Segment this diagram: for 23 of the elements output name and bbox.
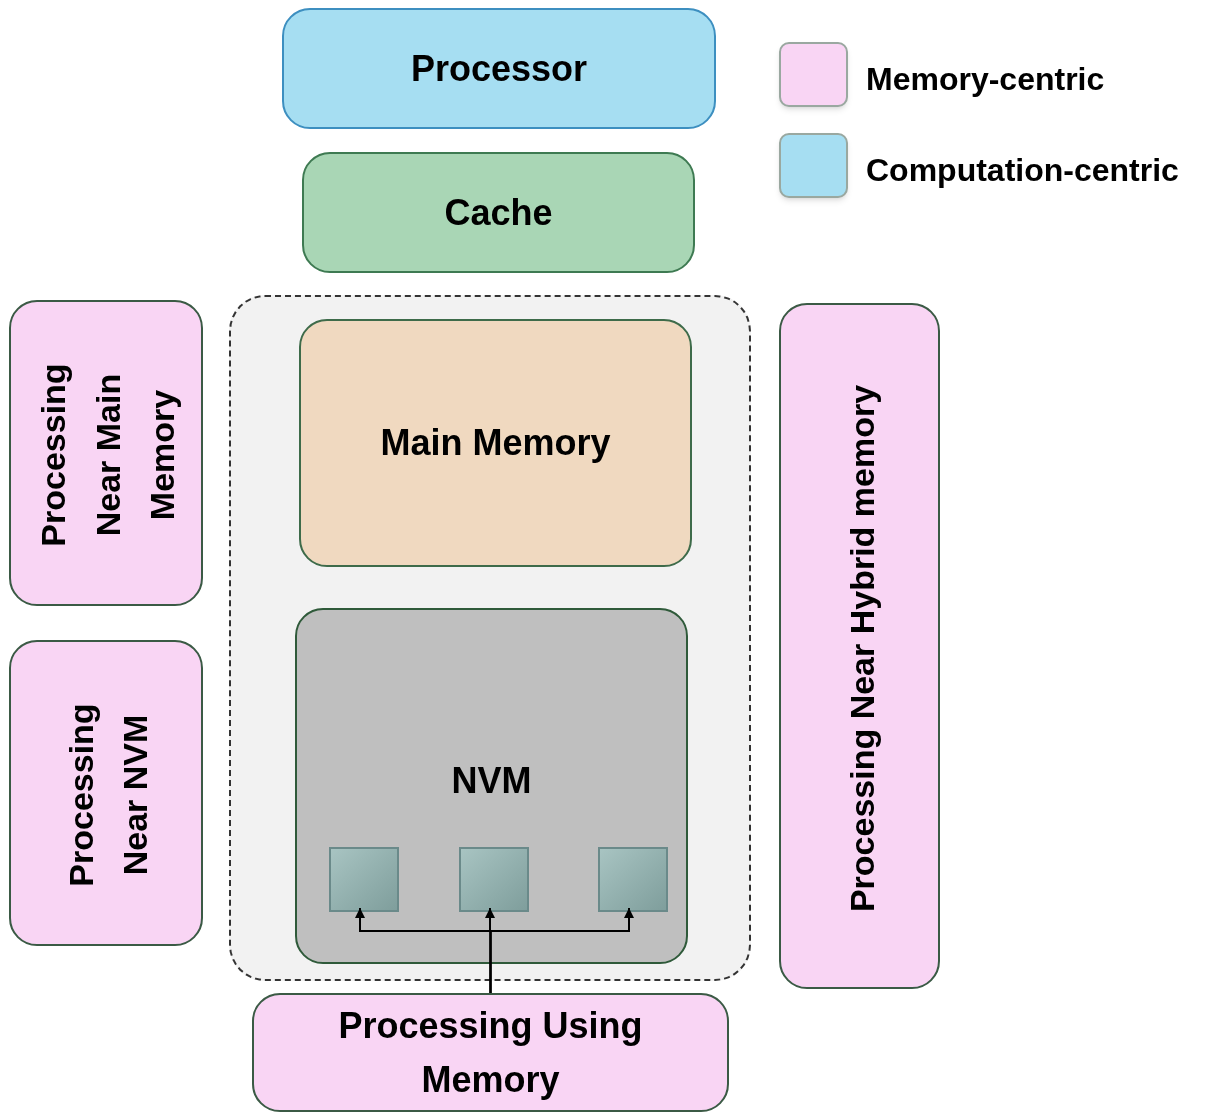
processing-box xyxy=(252,993,729,1112)
processor-box xyxy=(282,8,716,129)
node-label: Processing Near NVM xyxy=(60,702,155,889)
legend-label: Memory-centric xyxy=(866,60,1105,99)
memory-group-region xyxy=(229,295,751,981)
processing-unit-square xyxy=(598,847,668,912)
node-label: Processing Using Memory xyxy=(337,1003,644,1102)
processing-box xyxy=(779,303,940,989)
main-memory-box xyxy=(299,319,692,567)
connector-arrow xyxy=(489,907,634,994)
processing-box xyxy=(9,640,203,946)
processing-unit-square xyxy=(459,847,529,912)
node-label: Cache xyxy=(443,190,554,235)
node-label: Processing Near Hybrid memory xyxy=(841,384,882,912)
processing-box xyxy=(9,300,203,606)
node-label: Processing Near Main Memory xyxy=(33,362,183,549)
node-label: NVM xyxy=(450,759,533,803)
node-label: Processor xyxy=(409,46,589,91)
processing-unit-square xyxy=(329,847,399,912)
cache-box xyxy=(302,152,695,273)
legend-label: Computation-centric xyxy=(866,151,1179,190)
node-label: Main Memory xyxy=(379,421,612,465)
nvm-box xyxy=(295,608,688,964)
